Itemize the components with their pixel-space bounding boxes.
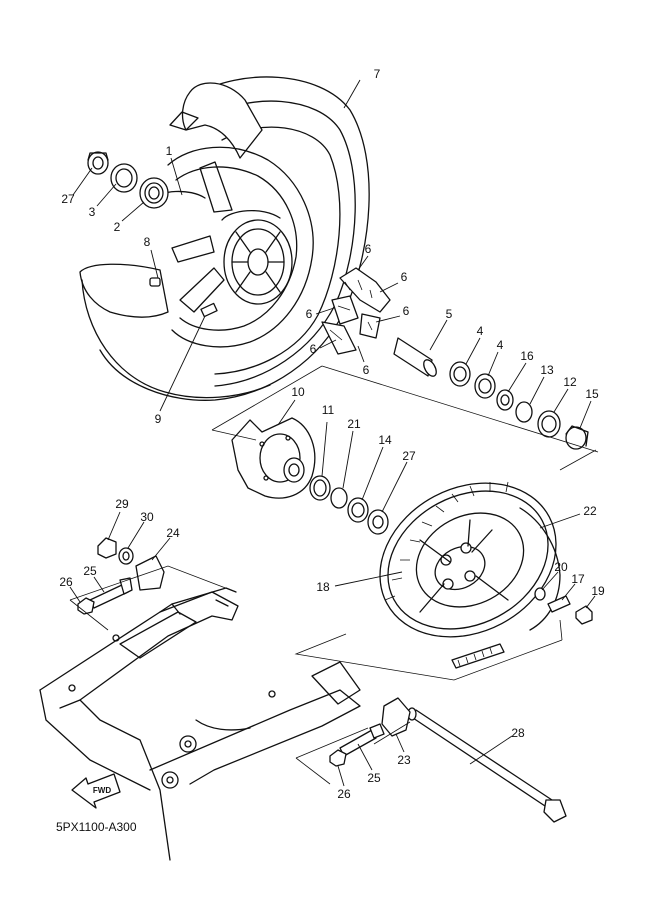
callout-24: 24 [166, 526, 180, 540]
nut-19 [575, 605, 593, 625]
callout-15: 15 [585, 387, 599, 401]
callout-18: 18 [316, 580, 330, 594]
catalog-code: 5PX1100-A300 [56, 820, 137, 834]
spacer-5 [393, 337, 437, 377]
callout-20: 20 [554, 560, 568, 574]
collar-27-upper [87, 151, 109, 175]
nut-29 [97, 537, 117, 559]
callout-8: 8 [144, 235, 151, 249]
oil-seal-14 [347, 497, 369, 523]
callout-9: 9 [155, 412, 162, 426]
callout-23: 23 [397, 753, 411, 767]
bearing-11 [309, 475, 331, 501]
swingarm [39, 587, 361, 861]
callout-16: 16 [520, 349, 534, 363]
drive-belt-22 [451, 507, 561, 669]
assembly-guides [69, 365, 599, 785]
callout-6-c: 6 [306, 307, 313, 321]
callout-22: 22 [583, 504, 597, 518]
callout-2: 2 [114, 220, 121, 234]
callout-labels: 1 7 27 3 2 8 9 6 6 6 6 6 6 5 4 4 16 13 1… [59, 67, 605, 801]
bolt-17 [547, 595, 571, 613]
callout-1: 1 [166, 144, 173, 158]
oil-seal-3 [110, 163, 138, 193]
adjust-bolt-25-upper [89, 577, 133, 609]
callout-17: 17 [571, 572, 585, 586]
rear-wheel-assembly [79, 76, 370, 401]
hub-dampers-6 [321, 267, 391, 355]
adjuster-block-24 [135, 555, 165, 591]
nut-26-upper [77, 597, 95, 615]
callout-12: 12 [563, 375, 577, 389]
callout-21: 21 [347, 417, 361, 431]
callout-4-b: 4 [497, 338, 504, 352]
leader-lines [69, 79, 596, 787]
driven-pulley-18 [379, 481, 557, 638]
callout-26-upper: 26 [59, 575, 73, 589]
callout-19: 19 [591, 584, 605, 598]
callout-14: 14 [378, 433, 392, 447]
callout-25-upper: 25 [83, 564, 97, 578]
driven-flange-10 [231, 417, 316, 499]
callout-6-b: 6 [401, 270, 408, 284]
left-bearing-set [87, 151, 169, 209]
fwd-label: FWD [93, 786, 111, 795]
callout-28: 28 [511, 726, 525, 740]
callout-13: 13 [540, 363, 554, 377]
callout-6-f: 6 [363, 363, 370, 377]
collar-27-lower [367, 509, 389, 535]
callout-6-a: 6 [365, 242, 372, 256]
bearing-2 [139, 177, 169, 209]
washer-30 [118, 547, 134, 565]
callout-3: 3 [89, 205, 96, 219]
fwd-arrow-icon: FWD [71, 773, 121, 809]
nut-26-lower [329, 749, 347, 767]
washer-20 [534, 587, 546, 601]
callout-27-upper: 27 [61, 192, 75, 206]
callout-5: 5 [446, 307, 453, 321]
callout-30: 30 [140, 510, 154, 524]
circlip-21 [330, 487, 348, 509]
callout-26-lower: 26 [337, 787, 351, 801]
callout-6-d: 6 [403, 304, 410, 318]
callout-11: 11 [322, 403, 335, 417]
callout-4-a: 4 [477, 324, 484, 338]
callout-7: 7 [374, 67, 381, 81]
callout-29: 29 [115, 497, 129, 511]
callout-6-e: 6 [310, 342, 317, 356]
callout-25-lower: 25 [367, 771, 381, 785]
callout-10: 10 [291, 385, 305, 399]
callout-27-lower: 27 [402, 449, 416, 463]
wheel-axle-28 [407, 707, 567, 823]
